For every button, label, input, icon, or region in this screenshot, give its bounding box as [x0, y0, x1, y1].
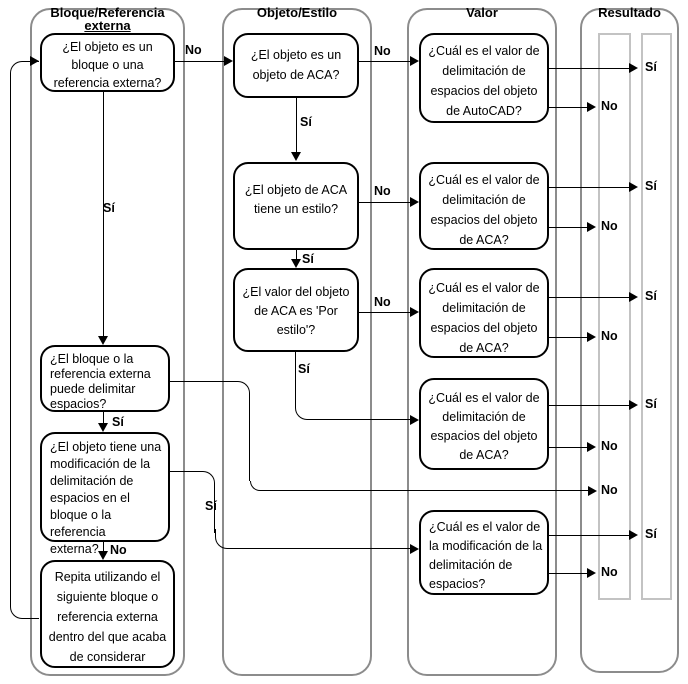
flow-line-bystyle-yes [295, 352, 410, 420]
edge-label-block-yes: Sí [103, 201, 115, 215]
flow-line-override-yes-1 [170, 471, 215, 533]
result-label-no: No [601, 329, 618, 343]
arrowhead-r1-no [587, 102, 596, 112]
result-lane-no [598, 33, 631, 600]
node-can-delimit-spaces: ¿El bloque o la referencia externa puede… [40, 345, 170, 412]
edge-label-override-yes: Sí [205, 499, 217, 513]
flow-line-override-yes-2 [215, 529, 410, 549]
flow-line-v2-no [549, 227, 588, 228]
arrowhead-into-value-override [410, 544, 419, 554]
flow-line-candelimit-yes [103, 412, 104, 424]
edge-label-candelimit-yes: Sí [112, 415, 124, 429]
arrowhead-into-value-autocad [410, 56, 419, 66]
edge-label-isaca-no: No [374, 44, 391, 58]
arrowhead-into-repeat [98, 551, 108, 560]
flow-line-candelimit-no-1 [170, 381, 250, 481]
node-value-autocad: ¿Cuál es el valor de delimitación de esp… [419, 33, 549, 123]
result-label-no: No [601, 565, 618, 579]
arrowhead-into-is-aca [224, 56, 233, 66]
result-lane-yes [641, 33, 672, 600]
arrowhead-r2-no [587, 222, 596, 232]
arrowhead-r3-yes [629, 292, 638, 302]
result-label-yes: Sí [645, 527, 657, 541]
result-label-no: No [601, 219, 618, 233]
node-aca-value-by-style: ¿El valor del objeto de ACA es 'Por esti… [233, 268, 359, 352]
node-is-aca-object: ¿El objeto es un objeto de ACA? [233, 33, 359, 98]
flow-line-v3-yes [549, 297, 630, 298]
arrowhead-result-no-passthrough [588, 486, 597, 496]
arrowhead-into-can-delimit [98, 336, 108, 345]
flow-line-v5-yes [549, 535, 630, 536]
edge-label-bystyle-yes: Sí [298, 362, 310, 376]
arrowhead-into-is-block [30, 56, 39, 66]
flow-line-hasstyle-yes [296, 250, 297, 260]
edge-label-hasstyle-yes: Sí [302, 252, 314, 266]
node-has-override: ¿El objeto tiene una modificación de la … [40, 432, 170, 556]
result-label-yes: Sí [645, 397, 657, 411]
node-is-block-or-xref: ¿El objeto es un bloque o una referencia… [40, 33, 175, 92]
flow-line-block-no [175, 61, 224, 62]
edge-label-hasstyle-no: No [374, 184, 391, 198]
arrowhead-into-value-aca-2 [410, 307, 419, 317]
node-value-aca-3: ¿Cuál es el valor de delimitación de esp… [419, 378, 549, 470]
edge-label-bystyle-no: No [374, 295, 391, 309]
header-result: Resultado [598, 5, 661, 20]
arrowhead-into-has-override [98, 423, 108, 432]
edge-label-override-no: No [110, 543, 127, 557]
flow-line-loop [10, 61, 39, 619]
edge-label-isaca-yes: Sí [300, 115, 312, 129]
arrowhead-r5-no [587, 568, 596, 578]
flow-line-hasstyle-no [359, 202, 410, 203]
result-label-yes: Sí [645, 60, 657, 74]
flow-line-candelimit-no-2 [250, 481, 588, 491]
result-label-yes: Sí [645, 179, 657, 193]
arrowhead-r2-yes [629, 182, 638, 192]
edge-label-block-no: No [185, 43, 202, 57]
header-object-style: Objeto/Estilo [256, 5, 338, 20]
arrowhead-into-value-aca-3 [410, 415, 419, 425]
flow-line-v1-yes [549, 68, 630, 69]
flow-line-v3-no [549, 337, 588, 338]
result-label-no: No [601, 439, 618, 453]
arrowhead-r4-yes [629, 400, 638, 410]
flow-line-v4-no [549, 447, 588, 448]
flow-line-v5-no [549, 573, 588, 574]
node-aca-has-style: ¿El objeto de ACA tiene un estilo? [233, 162, 359, 250]
flow-line-isaca-yes [296, 98, 297, 153]
flow-line-block-yes [103, 92, 104, 337]
node-repeat-next: Repita utilizando el siguiente bloque o … [40, 560, 175, 668]
flow-line-override-no [103, 542, 104, 552]
header-block-xref-line2: externa [84, 18, 131, 33]
arrowhead-r4-no [587, 442, 596, 452]
arrowhead-r1-yes [629, 63, 638, 73]
result-label-no: No [601, 99, 618, 113]
arrowhead-r5-yes [629, 530, 638, 540]
result-label-no: No [601, 483, 618, 497]
flow-line-bystyle-no [359, 312, 410, 313]
flow-line-v2-yes [549, 187, 630, 188]
flow-line-v4-yes [549, 405, 630, 406]
header-value: Valor [466, 5, 498, 20]
flow-line-v1-no [549, 107, 588, 108]
header-block-xref-line1: Bloque/Referencia [50, 5, 165, 20]
node-value-aca-1: ¿Cuál es el valor de delimitación de esp… [419, 162, 549, 250]
arrowhead-into-by-style [291, 259, 301, 268]
node-value-override: ¿Cuál es el valor de la modificación de … [419, 510, 549, 595]
node-value-aca-2: ¿Cuál es el valor de delimitación de esp… [419, 268, 549, 358]
result-label-yes: Sí [645, 289, 657, 303]
flow-line-isaca-no [359, 61, 410, 62]
arrowhead-into-value-aca-1 [410, 197, 419, 207]
arrowhead-into-has-style [291, 152, 301, 161]
arrowhead-r3-no [587, 332, 596, 342]
